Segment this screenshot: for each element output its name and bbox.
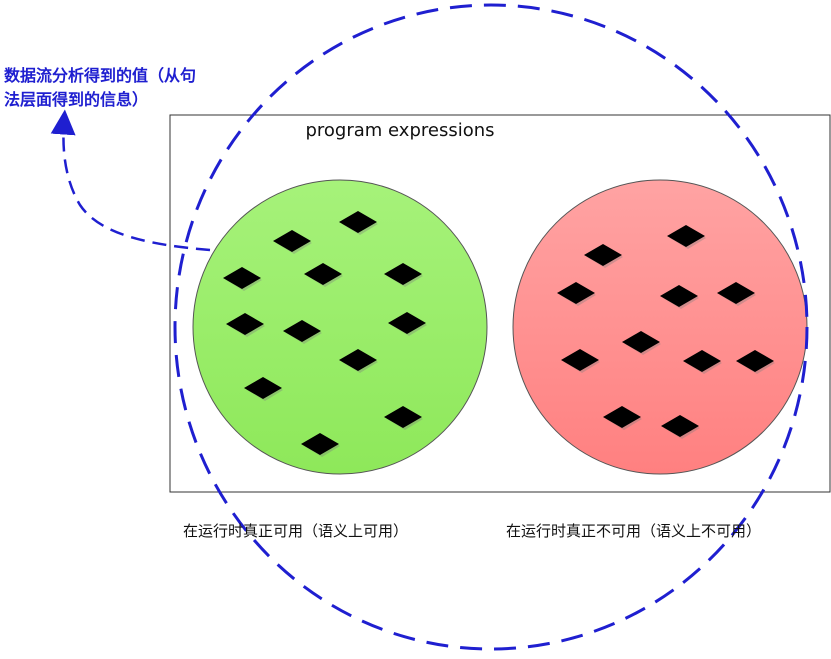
unusable-set-caption: 在运行时真正不可用（语义上不可用） bbox=[506, 522, 762, 540]
expression-diamond bbox=[603, 406, 641, 428]
expression-diamond bbox=[561, 349, 599, 371]
expression-diamond bbox=[384, 263, 422, 285]
unusable-set-circle bbox=[512, 179, 808, 475]
expression-diamond bbox=[622, 331, 660, 353]
expression-diamond bbox=[661, 415, 699, 437]
expression-diamond bbox=[388, 312, 426, 334]
expression-diamond bbox=[226, 313, 264, 335]
usable-expression-markers bbox=[223, 211, 427, 457]
expression-diamond bbox=[683, 350, 721, 372]
box-title: program expressions bbox=[305, 120, 495, 141]
expression-diamond bbox=[584, 244, 622, 266]
expression-diamond bbox=[557, 282, 595, 304]
expression-diamond bbox=[273, 230, 311, 252]
expression-diamond bbox=[223, 267, 261, 289]
usable-set-caption: 在运行时真正可用（语义上可用） bbox=[183, 522, 409, 540]
expression-diamond bbox=[736, 350, 774, 372]
annotation-line-2: 法层面得到的信息） bbox=[4, 90, 149, 109]
annotation-arrow bbox=[50, 109, 211, 252]
expression-diamond bbox=[283, 320, 321, 342]
annotation-line-1: 数据流分析得到的值（从句 bbox=[4, 66, 197, 85]
expression-diamond bbox=[304, 263, 342, 285]
expression-diamond bbox=[244, 377, 282, 399]
expression-diamond bbox=[384, 406, 422, 428]
expression-diamond bbox=[339, 211, 377, 233]
dataflow-values-ellipse bbox=[173, 3, 809, 651]
expression-diamond bbox=[660, 285, 698, 307]
expression-diamond bbox=[667, 225, 705, 247]
unusable-expression-markers bbox=[557, 225, 775, 439]
usable-set-circle bbox=[192, 179, 488, 475]
expression-diamond bbox=[717, 282, 755, 304]
expression-diamond bbox=[301, 433, 339, 455]
expression-diamond bbox=[339, 349, 377, 371]
